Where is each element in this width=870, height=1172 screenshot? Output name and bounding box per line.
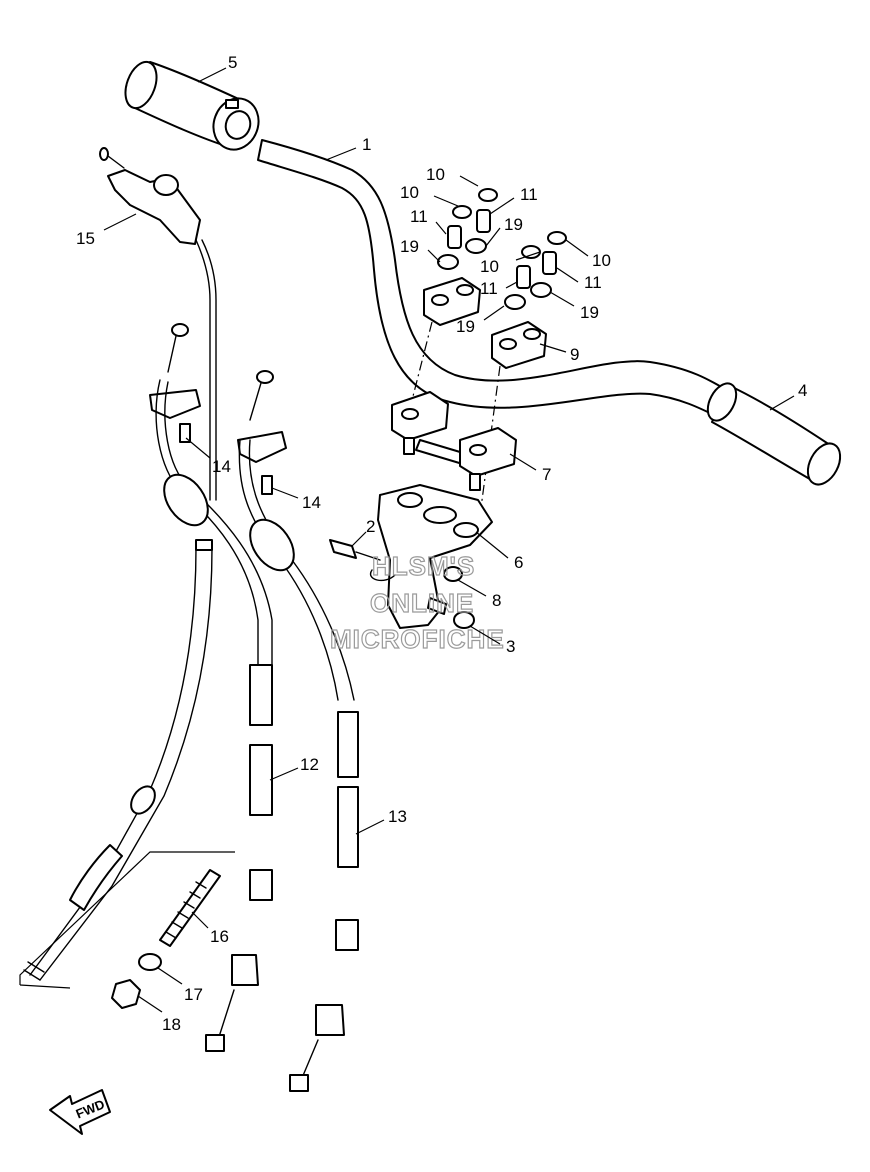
callout-16: 16: [210, 927, 229, 946]
callout-10-d: 10: [592, 251, 611, 270]
callout-19-d: 19: [580, 303, 599, 322]
callout-19-a: 19: [504, 215, 523, 234]
callout-numbers: 1 2 3 4 5 6 7 8 9 10 10 10 10 11 11 11 1…: [76, 53, 807, 1034]
watermark-line-3: MICROFICHE: [330, 624, 505, 654]
alignment-line: [409, 321, 433, 409]
callout-14-a: 14: [212, 457, 231, 476]
callout-15: 15: [76, 229, 95, 248]
callout-12: 12: [300, 755, 319, 774]
cap-bolts: [437, 188, 567, 310]
callout-11-b: 11: [410, 207, 428, 226]
throttle-grip: [124, 60, 260, 151]
callout-18: 18: [162, 1015, 181, 1034]
watermark-line-2: ONLINE: [370, 588, 474, 618]
callout-9: 9: [570, 345, 579, 364]
callout-7: 7: [542, 465, 551, 484]
callout-17: 17: [184, 985, 203, 1004]
callout-11-a: 11: [520, 185, 538, 204]
inset-parts: [19, 851, 235, 1009]
callout-11-d: 11: [584, 273, 602, 292]
callout-10-b: 10: [400, 183, 419, 202]
forward-direction-arrow: FWD: [49, 1089, 111, 1135]
callout-10-c: 10: [480, 257, 499, 276]
callout-6: 6: [514, 553, 523, 572]
clutch-cable: [23, 239, 217, 981]
callout-3: 3: [506, 637, 515, 656]
callout-8: 8: [492, 591, 501, 610]
watermark-line-1: HLSM'S: [372, 551, 475, 581]
handlebar-bracket: [329, 484, 493, 629]
left-grip: [706, 382, 842, 486]
callout-4: 4: [798, 381, 807, 400]
leader-lines: [103, 67, 795, 1013]
callout-19-c: 19: [456, 317, 475, 336]
callout-10-a: 10: [426, 165, 445, 184]
callout-1: 1: [362, 135, 371, 154]
lower-holders: [391, 391, 517, 491]
callout-13: 13: [388, 807, 407, 826]
callout-14-b: 14: [302, 493, 321, 512]
upper-holders: [423, 277, 547, 369]
callout-11-c: 11: [480, 279, 498, 298]
throttle-cables: [149, 323, 359, 1092]
clutch-lever: [99, 147, 201, 245]
callout-5: 5: [228, 53, 237, 72]
callout-19-b: 19: [400, 237, 419, 256]
watermark: HLSM'S ONLINE MICROFICHE: [329, 550, 505, 654]
callout-2: 2: [366, 517, 375, 536]
